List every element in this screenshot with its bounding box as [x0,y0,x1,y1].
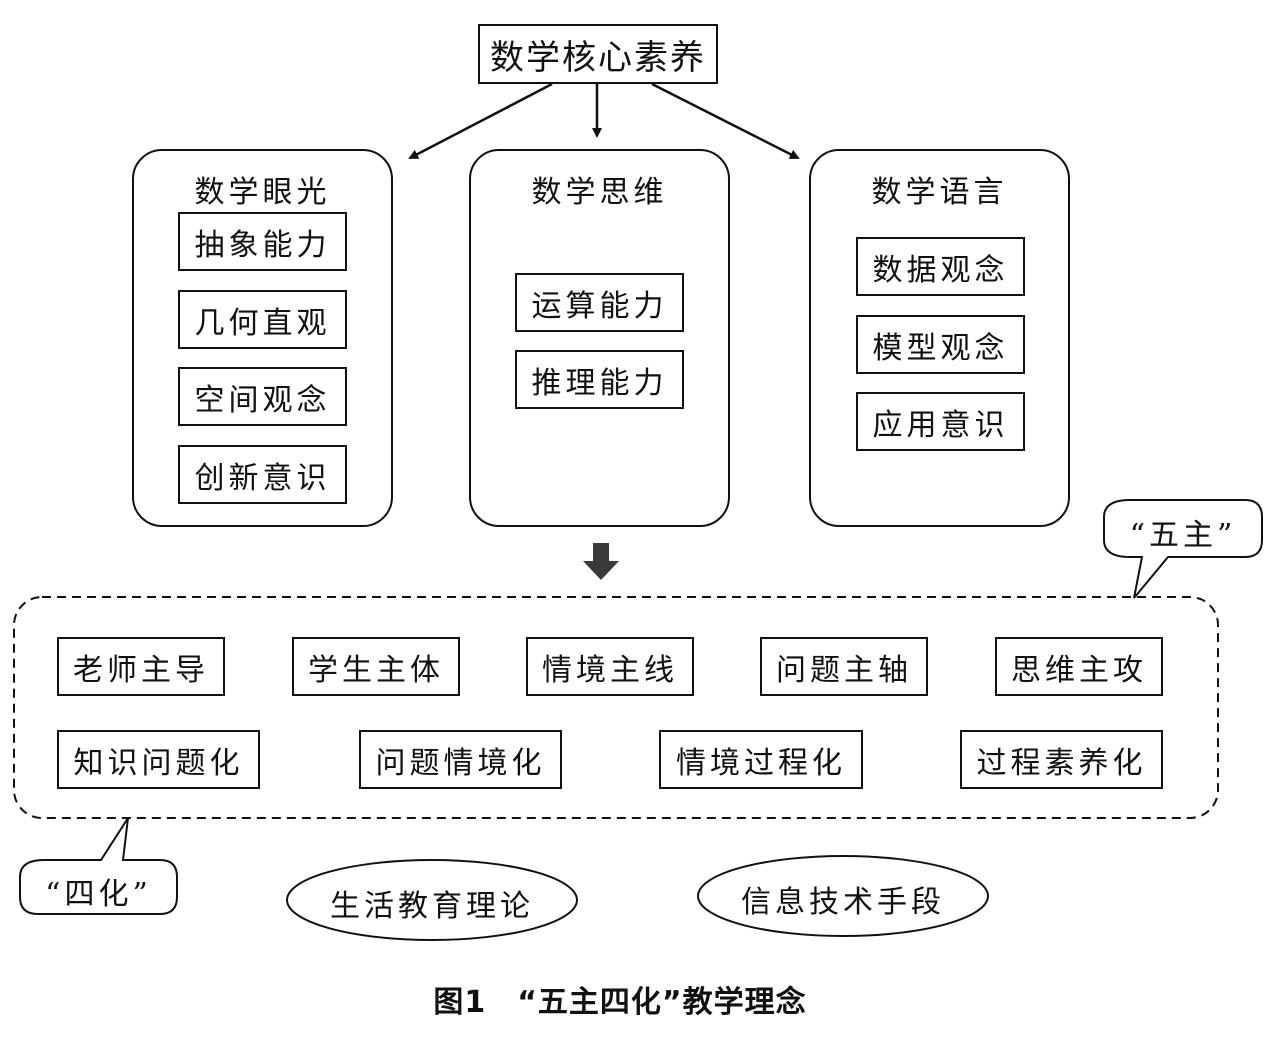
support-ellipse-life-education [286,859,578,941]
competency-box: 数据观念 [856,237,1025,296]
four-ization-item: 情境过程化 [659,730,863,789]
competency-box: 应用意识 [856,392,1025,451]
competency-box: 运算能力 [515,273,684,332]
competency-box: 创新意识 [178,445,347,504]
support-life-education-label: 生活教育理论 [330,889,534,924]
competency-box: 模型观念 [856,315,1025,374]
five-main-item: 思维主攻 [995,637,1163,696]
figure-caption: 图1 “五主四化”教学理念 [433,985,807,1020]
panel-math-thinking: 数学思维 [469,149,730,527]
arrow-to-vision [408,82,553,160]
four-ization-item: 问题情境化 [359,730,562,789]
panel-math-language: 数学语言 [809,149,1070,527]
panel-title: 数学语言 [871,175,1008,210]
five-main-item: 老师主导 [57,637,225,696]
five-main-four-ization-container [13,596,1219,819]
support-ellipse-info-tech [697,855,989,937]
five-main-item: 情境主线 [526,637,694,696]
competency-box: 几何直观 [178,290,347,349]
competency-box: 空间观念 [178,367,347,426]
block-down-arrow-icon [583,543,619,580]
panel-title: 数学思维 [531,175,668,210]
four-ization-item: 过程素养化 [960,730,1163,789]
competency-box: 抽象能力 [178,212,347,271]
five-main-callout-shape [1103,499,1263,599]
four-ization-item: 知识问题化 [57,730,260,789]
competency-box: 推理能力 [515,350,684,409]
root-node-core-literacy: 数学核心素养 [478,24,718,84]
panel-title: 数学眼光 [194,175,331,210]
four-ization-callout-shape [19,817,178,915]
five-main-item: 学生主体 [292,637,460,696]
support-info-tech-label: 信息技术手段 [741,885,945,920]
five-main-callout-label: “五主” [1129,518,1237,553]
arrow-to-language [651,82,800,160]
five-main-item: 问题主轴 [760,637,928,696]
four-ization-callout-label: “四化” [45,877,152,912]
